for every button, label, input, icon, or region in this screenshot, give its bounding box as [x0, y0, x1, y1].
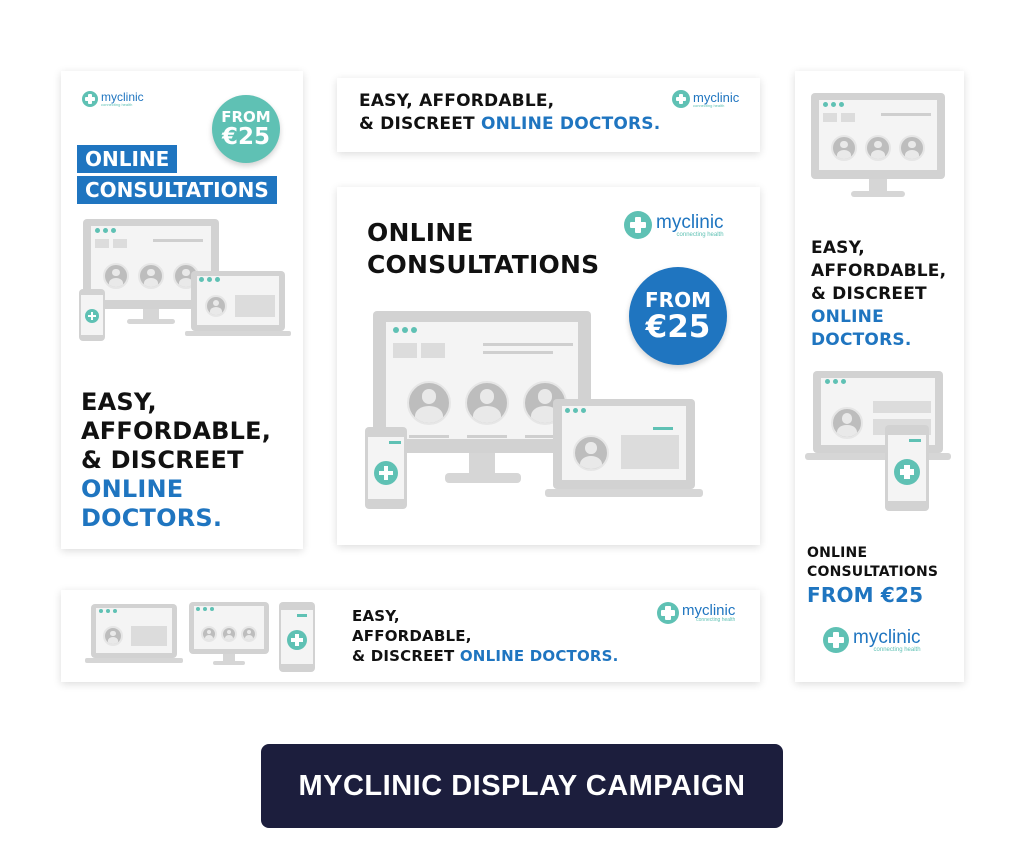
phone — [365, 427, 407, 509]
copy-doctors: DOCTORS. — [811, 330, 912, 350]
clinic-cross-icon — [657, 602, 679, 624]
logo-tagline: connecting health — [676, 231, 724, 238]
myclinic-logo: myclinic connecting health — [624, 211, 724, 239]
headline-online: ONLINE — [77, 145, 178, 173]
price-from: FROM — [645, 287, 711, 312]
myclinic-logo: myclinic connecting health — [823, 627, 921, 653]
copy-line-1: EASY, AFFORDABLE, — [359, 91, 555, 111]
ad-skyscraper: EASY, AFFORDABLE, & DISCREET ONLINE DOCT… — [795, 71, 964, 682]
cta-price: FROM €25 — [807, 583, 924, 607]
price-value: €25 — [221, 123, 270, 150]
logo-name: myclinic — [682, 602, 736, 619]
logo-tagline: connecting health — [696, 617, 736, 623]
desktop-illustration — [189, 602, 273, 672]
devices-illustration — [363, 309, 713, 509]
copy-easy: EASY, — [81, 388, 157, 416]
devices-illustration — [805, 369, 953, 511]
myclinic-logo: myclinic connecting health — [82, 91, 144, 107]
logo-name: myclinic — [656, 211, 724, 233]
copy-online: ONLINE — [81, 475, 184, 503]
logo-name: myclinic — [853, 626, 921, 648]
price-badge: FROM €25 — [212, 95, 280, 163]
laptop — [85, 604, 183, 663]
logo-name: myclinic — [693, 89, 740, 105]
laptop-illustration — [85, 604, 183, 670]
phone — [885, 425, 929, 511]
desktop-monitor — [811, 93, 945, 197]
copy-affordable: AFFORDABLE, — [81, 417, 272, 445]
copy-line-2: & DISCREET ONLINE DOCTORS. — [359, 116, 660, 133]
laptop — [185, 271, 291, 336]
price-from: FROM — [221, 107, 271, 126]
cta-online: ONLINE — [807, 545, 868, 561]
copy-easy: EASY, — [811, 238, 865, 258]
copy-online-doctors: ONLINE DOCTORS. — [480, 114, 661, 134]
logo-tagline: connecting health — [101, 102, 133, 107]
desktop-illustration — [811, 93, 945, 209]
headline-consultations: CONSULTATIONS — [77, 176, 277, 204]
copy-discreet: & DISCREET — [352, 647, 460, 665]
devices-illustration — [79, 219, 291, 344]
copy-easy: EASY, — [352, 607, 400, 625]
logo-tagline: connecting health — [873, 646, 921, 653]
campaign-title: MYCLINIC DISPLAY CAMPAIGN — [261, 744, 783, 828]
logo-name: myclinic — [101, 90, 144, 104]
clinic-cross-icon — [823, 627, 849, 653]
copy-affordable: AFFORDABLE, — [811, 261, 947, 281]
myclinic-logo: myclinic connecting health — [672, 90, 739, 108]
headline-consultations: CONSULTATIONS — [367, 250, 600, 279]
copy-discreet: & DISCREET — [811, 284, 927, 304]
price-badge: FROM €25 — [629, 267, 727, 365]
clinic-cross-icon — [82, 91, 98, 107]
ad-tall-left: myclinic connecting health FROM €25 ONLI… — [61, 71, 303, 549]
phone — [279, 602, 315, 672]
copy-discreet: & DISCREET — [359, 114, 481, 134]
ad-leaderboard-top: EASY, AFFORDABLE, & DISCREET ONLINE DOCT… — [337, 78, 760, 152]
phone — [79, 289, 105, 341]
laptop — [545, 399, 703, 497]
clinic-cross-icon — [672, 90, 690, 108]
ad-leaderboard-bottom: EASY, AFFORDABLE, & DISCREET ONLINE DOCT… — [61, 590, 760, 682]
copy-line-3: & DISCREET ONLINE DOCTORS. — [352, 649, 619, 664]
copy-doctors: DOCTORS. — [81, 504, 223, 532]
phone-illustration — [279, 602, 317, 674]
desktop-monitor — [189, 602, 269, 665]
copy-online-doctors: ONLINE DOCTORS. — [459, 647, 619, 665]
clinic-cross-icon — [624, 211, 652, 239]
copy-online: ONLINE — [811, 307, 884, 327]
copy-discreet: & DISCREET — [81, 446, 244, 474]
logo-tagline: connecting health — [693, 102, 725, 108]
price-value: €25 — [645, 308, 711, 345]
copy-affordable: AFFORDABLE, — [352, 627, 472, 645]
headline-online: ONLINE — [367, 218, 474, 247]
ad-square: ONLINE CONSULTATIONS myclinic connecting… — [337, 187, 760, 545]
myclinic-logo: myclinic connecting health — [657, 602, 735, 624]
cta-consultations: CONSULTATIONS — [807, 564, 939, 580]
